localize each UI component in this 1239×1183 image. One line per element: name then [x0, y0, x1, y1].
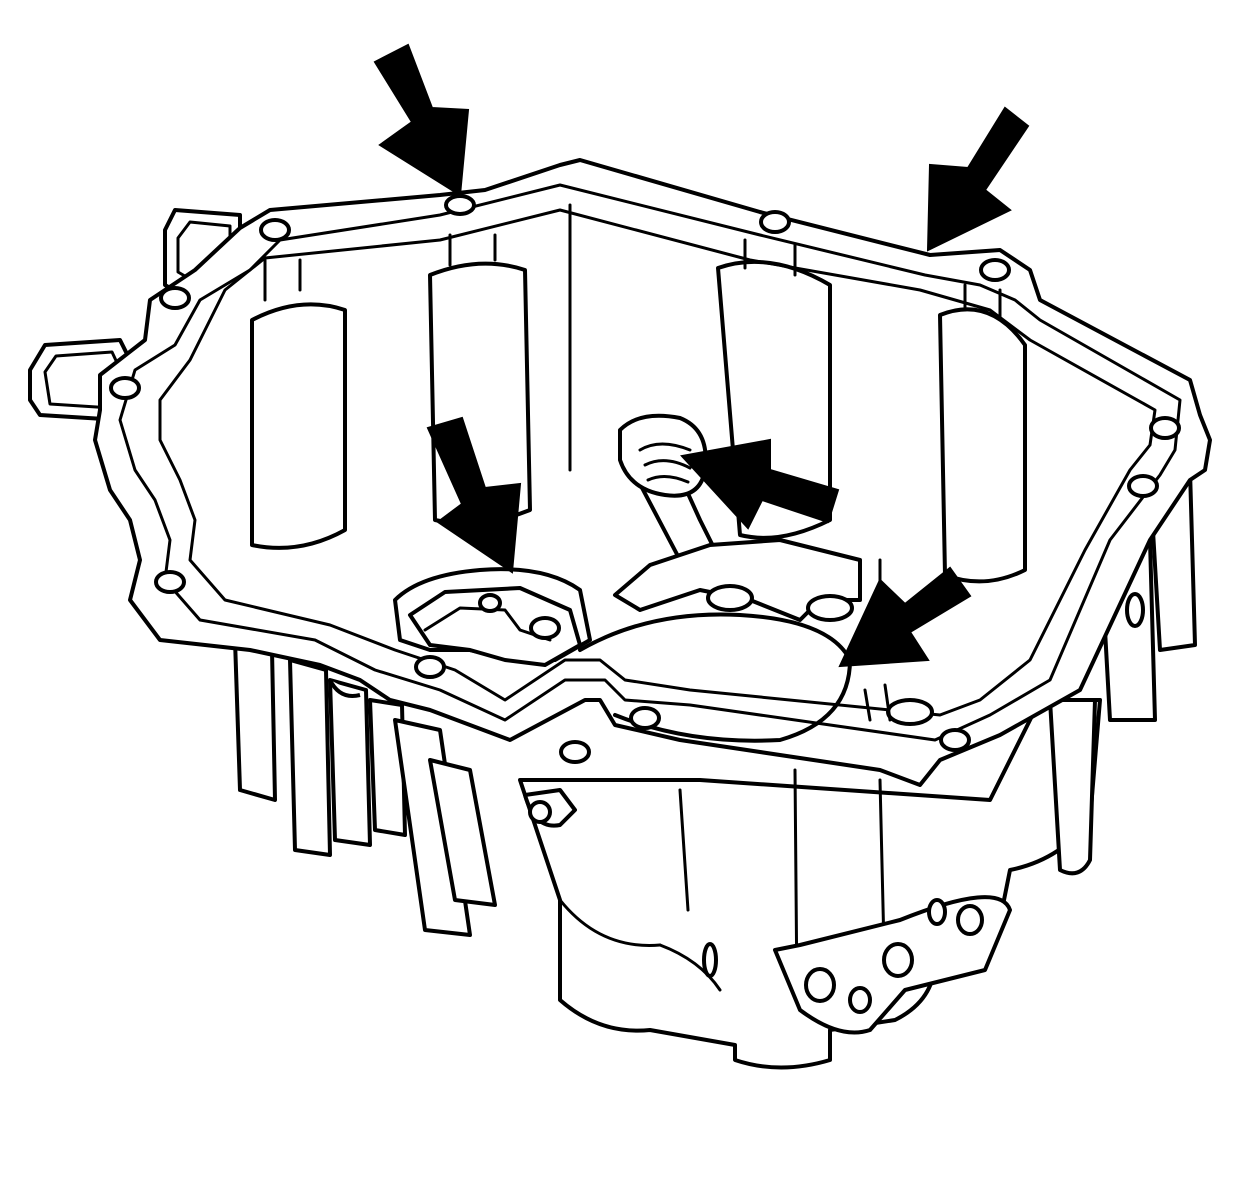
- callout-arrow-5: [838, 566, 972, 668]
- flange-bolt-holes: [109, 194, 1181, 1014]
- callout-arrow-3: [426, 416, 522, 574]
- callout-arrow-1: [373, 43, 470, 197]
- callout-arrow-2: [926, 106, 1030, 252]
- callout-arrows: [373, 43, 1030, 668]
- callout-arrow-4: [680, 438, 840, 530]
